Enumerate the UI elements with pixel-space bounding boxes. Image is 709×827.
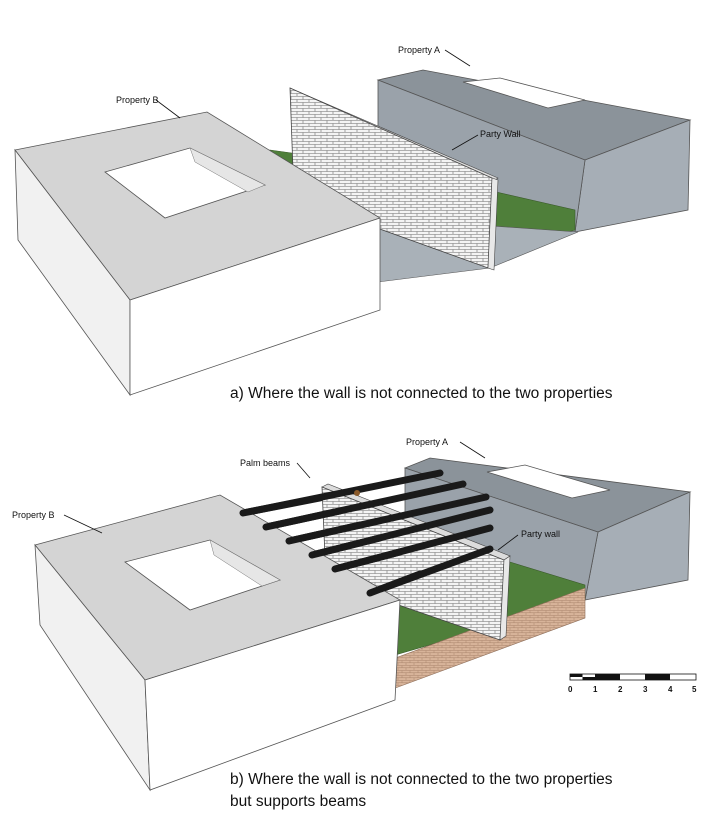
label-property-b-a: Property B [116, 95, 181, 119]
label-party-wall-b: Party wall [497, 529, 560, 551]
scale-tick-1: 1 [593, 685, 598, 694]
property-b-label: Property B [116, 95, 159, 105]
scale-tick-5: 5 [692, 685, 697, 694]
scale-tick-2: 2 [618, 685, 623, 694]
caption-b-line1: b) Where the wall is not connected to th… [230, 771, 613, 788]
label-property-a-b: Property A [406, 437, 486, 459]
party-wall-a [289, 87, 499, 271]
party-wall-label: Party Wall [480, 129, 521, 139]
panel-a: Property A Property B Party Wall a) Wher… [14, 45, 692, 402]
party-wall-label: Party wall [521, 529, 560, 539]
property-b-building [14, 111, 381, 397]
caption-b-line2: but supports beams [230, 793, 366, 810]
property-a-label: Property A [406, 437, 448, 447]
label-party-wall-a: Party Wall [451, 129, 521, 151]
palm-beams-label: Palm beams [240, 458, 291, 468]
label-property-b-b: Property B [12, 510, 103, 534]
scale-tick-4: 4 [668, 685, 673, 694]
label-palm-beams: Palm beams [240, 458, 311, 479]
scale-tick-0: 0 [568, 685, 573, 694]
property-a-building [376, 69, 692, 233]
label-property-a-a: Property A [398, 45, 471, 67]
scale-bar: 0 1 2 3 4 5 [568, 673, 697, 694]
property-b-panel-property-b-building [34, 494, 401, 792]
caption-a: a) Where the wall is not connected to th… [230, 385, 613, 402]
property-a-label: Property A [398, 45, 440, 55]
palm-beams-front [239, 494, 424, 597]
scale-tick-3: 3 [643, 685, 648, 694]
property-b-label: Property B [12, 510, 55, 520]
panel-b: Property A Property B Palm beams Party w… [12, 437, 697, 810]
